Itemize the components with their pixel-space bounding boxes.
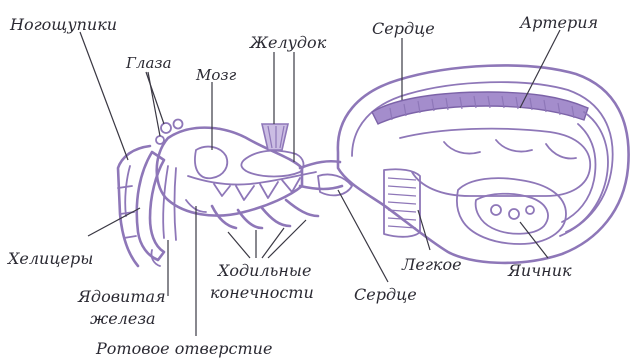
label-eyes: Глаза [125, 54, 172, 72]
ovary-inner [476, 194, 548, 234]
spider-body-drawing [118, 65, 629, 266]
leg-base [262, 208, 290, 226]
brain [195, 147, 227, 179]
label-brain: Мозг [195, 66, 237, 84]
label-mouth: Ротовое отверстие [95, 339, 272, 358]
label-heart-bottom: Сердце [354, 285, 417, 304]
label-walking-legs-1: Ходильные [216, 261, 311, 280]
chelicera [137, 152, 164, 260]
leader-eyes-2 [148, 72, 160, 136]
label-stomach: Желудок [249, 33, 327, 52]
label-poison-gland-1: Ядовитая [77, 287, 166, 306]
artery-vessel-inner [562, 124, 595, 222]
gut-branch-3 [546, 144, 576, 158]
leg-base [286, 200, 318, 216]
ovary-egg [509, 209, 519, 219]
artery-vessel [566, 112, 608, 232]
book-lung [384, 169, 420, 237]
diverticulum [236, 186, 254, 200]
leader-chelicerae [88, 208, 140, 236]
label-lung: Легкое [401, 255, 462, 274]
label-chelicerae: Хелицеры [6, 249, 93, 268]
diverticulum [260, 182, 278, 198]
label-ovary: Яичник [507, 261, 572, 280]
gut-branch-1 [444, 142, 480, 154]
label-pedipalps: Ногощупики [9, 15, 117, 34]
leader-pedipalps [80, 32, 128, 160]
eye [161, 123, 171, 133]
leader-eyes [146, 72, 164, 124]
label-walking-legs-2: конечности [210, 283, 314, 302]
label-poison-gland-2: железа [90, 309, 156, 328]
ovary-egg [526, 206, 534, 214]
diverticulum [214, 184, 230, 196]
eye [174, 120, 183, 129]
leader-legs-1 [228, 232, 250, 258]
gut-loop [400, 129, 590, 196]
leg-base [212, 206, 236, 228]
gut-branch-2 [496, 140, 532, 152]
label-artery: Артерия [519, 13, 598, 32]
ovary-egg [491, 205, 501, 215]
eye [156, 136, 164, 144]
label-heart-top: Сердце [372, 19, 435, 38]
